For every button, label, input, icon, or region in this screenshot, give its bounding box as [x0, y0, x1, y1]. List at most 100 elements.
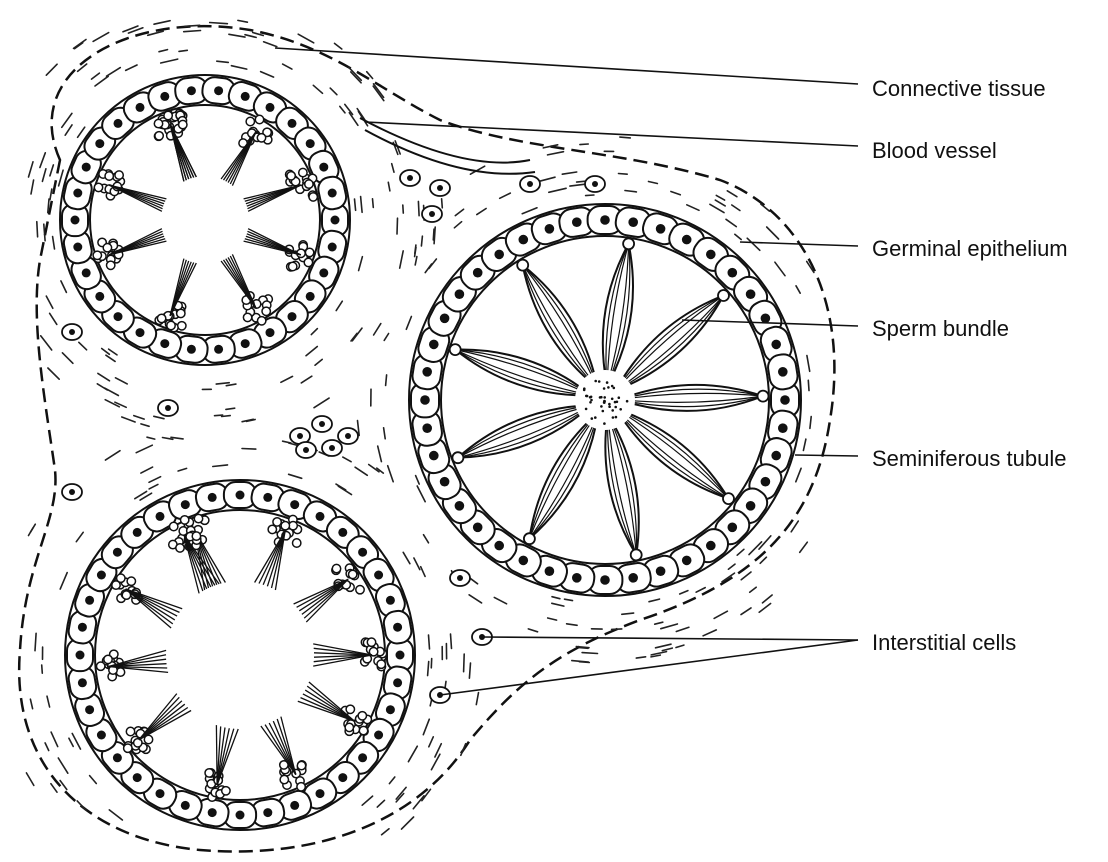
cell-nucleus	[771, 340, 781, 350]
cell-nucleus	[71, 216, 80, 225]
cell-nucleus	[95, 139, 104, 148]
cell-nucleus	[519, 235, 529, 245]
fibre-dash	[429, 635, 430, 649]
cell-nucleus	[455, 501, 465, 511]
fibre-dash	[355, 199, 356, 210]
fibre-dash	[40, 153, 45, 168]
fibre-dash	[26, 773, 33, 786]
fibre-dash	[179, 50, 187, 51]
cell-nucleus	[572, 217, 582, 227]
cell-nucleus	[600, 575, 610, 585]
cell-nucleus	[778, 423, 788, 433]
cell-nucleus	[306, 139, 315, 148]
fibre-dash	[29, 162, 34, 177]
fibre-dash	[741, 608, 751, 615]
seminiferous-tubule-right	[409, 204, 801, 596]
sertoli-cell-tip	[718, 290, 729, 301]
cell-nucleus	[288, 312, 297, 321]
cell-nucleus	[386, 596, 395, 605]
cell-nucleus	[473, 268, 483, 278]
sertoli-cell-tip	[758, 391, 769, 402]
fibre-dash	[93, 33, 109, 42]
sertoli-cell-tip	[631, 549, 642, 560]
cell-nucleus	[319, 163, 328, 172]
fibre-dash	[35, 633, 36, 650]
cell-nucleus	[113, 548, 122, 557]
fibre-dash	[714, 611, 727, 618]
cell-nucleus	[241, 339, 250, 348]
fibre-dash	[50, 189, 52, 200]
fibre-dash	[759, 604, 770, 613]
fibre-dash	[676, 627, 689, 631]
label-interstitial-cells: Interstitial cells	[872, 630, 1016, 655]
fibre-dash	[612, 629, 622, 630]
fibre-dash	[651, 652, 666, 655]
cell-nucleus	[187, 345, 196, 354]
fibre-dash	[382, 829, 389, 835]
fibre-dash	[386, 375, 387, 386]
cell-nucleus	[628, 217, 638, 227]
cell-nucleus	[429, 340, 439, 350]
cell-nucleus	[214, 86, 223, 95]
label-blood-vessel: Blood vessel	[872, 138, 997, 163]
cell-nucleus	[358, 753, 367, 762]
cell-nucleus	[85, 596, 94, 605]
cell-nucleus	[682, 235, 692, 245]
cell-nucleus	[156, 512, 165, 521]
cell-nucleus	[338, 528, 347, 537]
cell-nucleus	[85, 705, 94, 714]
cell-nucleus	[628, 573, 638, 583]
fibre-dash	[418, 201, 419, 215]
label-seminiferous-tubule: Seminiferous tubule	[872, 446, 1066, 471]
sertoli-cell-tip	[524, 533, 535, 544]
cell-nucleus	[136, 328, 145, 337]
fibre-dash	[703, 630, 716, 636]
cell-nucleus	[328, 243, 337, 252]
fibre-dash	[620, 137, 630, 138]
fibre-dash	[51, 784, 57, 793]
sertoli-cell-tip	[517, 260, 528, 271]
fibre-dash	[800, 542, 808, 552]
fibre-dash	[662, 648, 672, 651]
cell-nucleus	[600, 215, 610, 225]
cell-nucleus	[328, 189, 337, 198]
cell-nucleus	[73, 243, 82, 252]
cell-nucleus	[338, 773, 347, 782]
fibre-dash	[619, 174, 628, 175]
cell-nucleus	[95, 292, 104, 301]
cell-nucleus	[290, 500, 299, 509]
tubule-inner-wall	[95, 510, 385, 800]
fibre-dash	[50, 165, 54, 176]
cell-nucleus	[236, 491, 245, 500]
cell-nucleus	[136, 103, 145, 112]
cell-nucleus	[263, 493, 272, 502]
cell-nucleus	[133, 528, 142, 537]
cell-nucleus	[778, 367, 788, 377]
cell-nucleus	[374, 731, 383, 740]
cell-nucleus	[780, 395, 790, 405]
cell-nucleus	[393, 678, 402, 687]
cell-nucleus	[473, 523, 483, 533]
fibre-dash	[655, 622, 663, 624]
sertoli-cell-tip	[452, 452, 463, 463]
cell-nucleus	[545, 224, 555, 234]
fibre-dash	[572, 661, 589, 663]
cell-nucleus	[706, 541, 716, 551]
fibre-dash	[750, 587, 757, 592]
cell-nucleus	[771, 451, 781, 461]
fibre-dash	[469, 663, 470, 678]
cell-nucleus	[266, 328, 275, 337]
cell-nucleus	[572, 573, 582, 583]
cell-nucleus	[78, 623, 87, 632]
cell-nucleus	[73, 189, 82, 198]
cell-nucleus	[761, 477, 771, 487]
cell-nucleus	[97, 731, 106, 740]
cell-nucleus	[208, 493, 217, 502]
cell-nucleus	[306, 292, 315, 301]
cell-nucleus	[266, 103, 275, 112]
cell-nucleus	[97, 571, 106, 580]
fibre-dash	[215, 415, 223, 416]
fibre-dash	[74, 40, 87, 49]
cell-nucleus	[728, 523, 738, 533]
